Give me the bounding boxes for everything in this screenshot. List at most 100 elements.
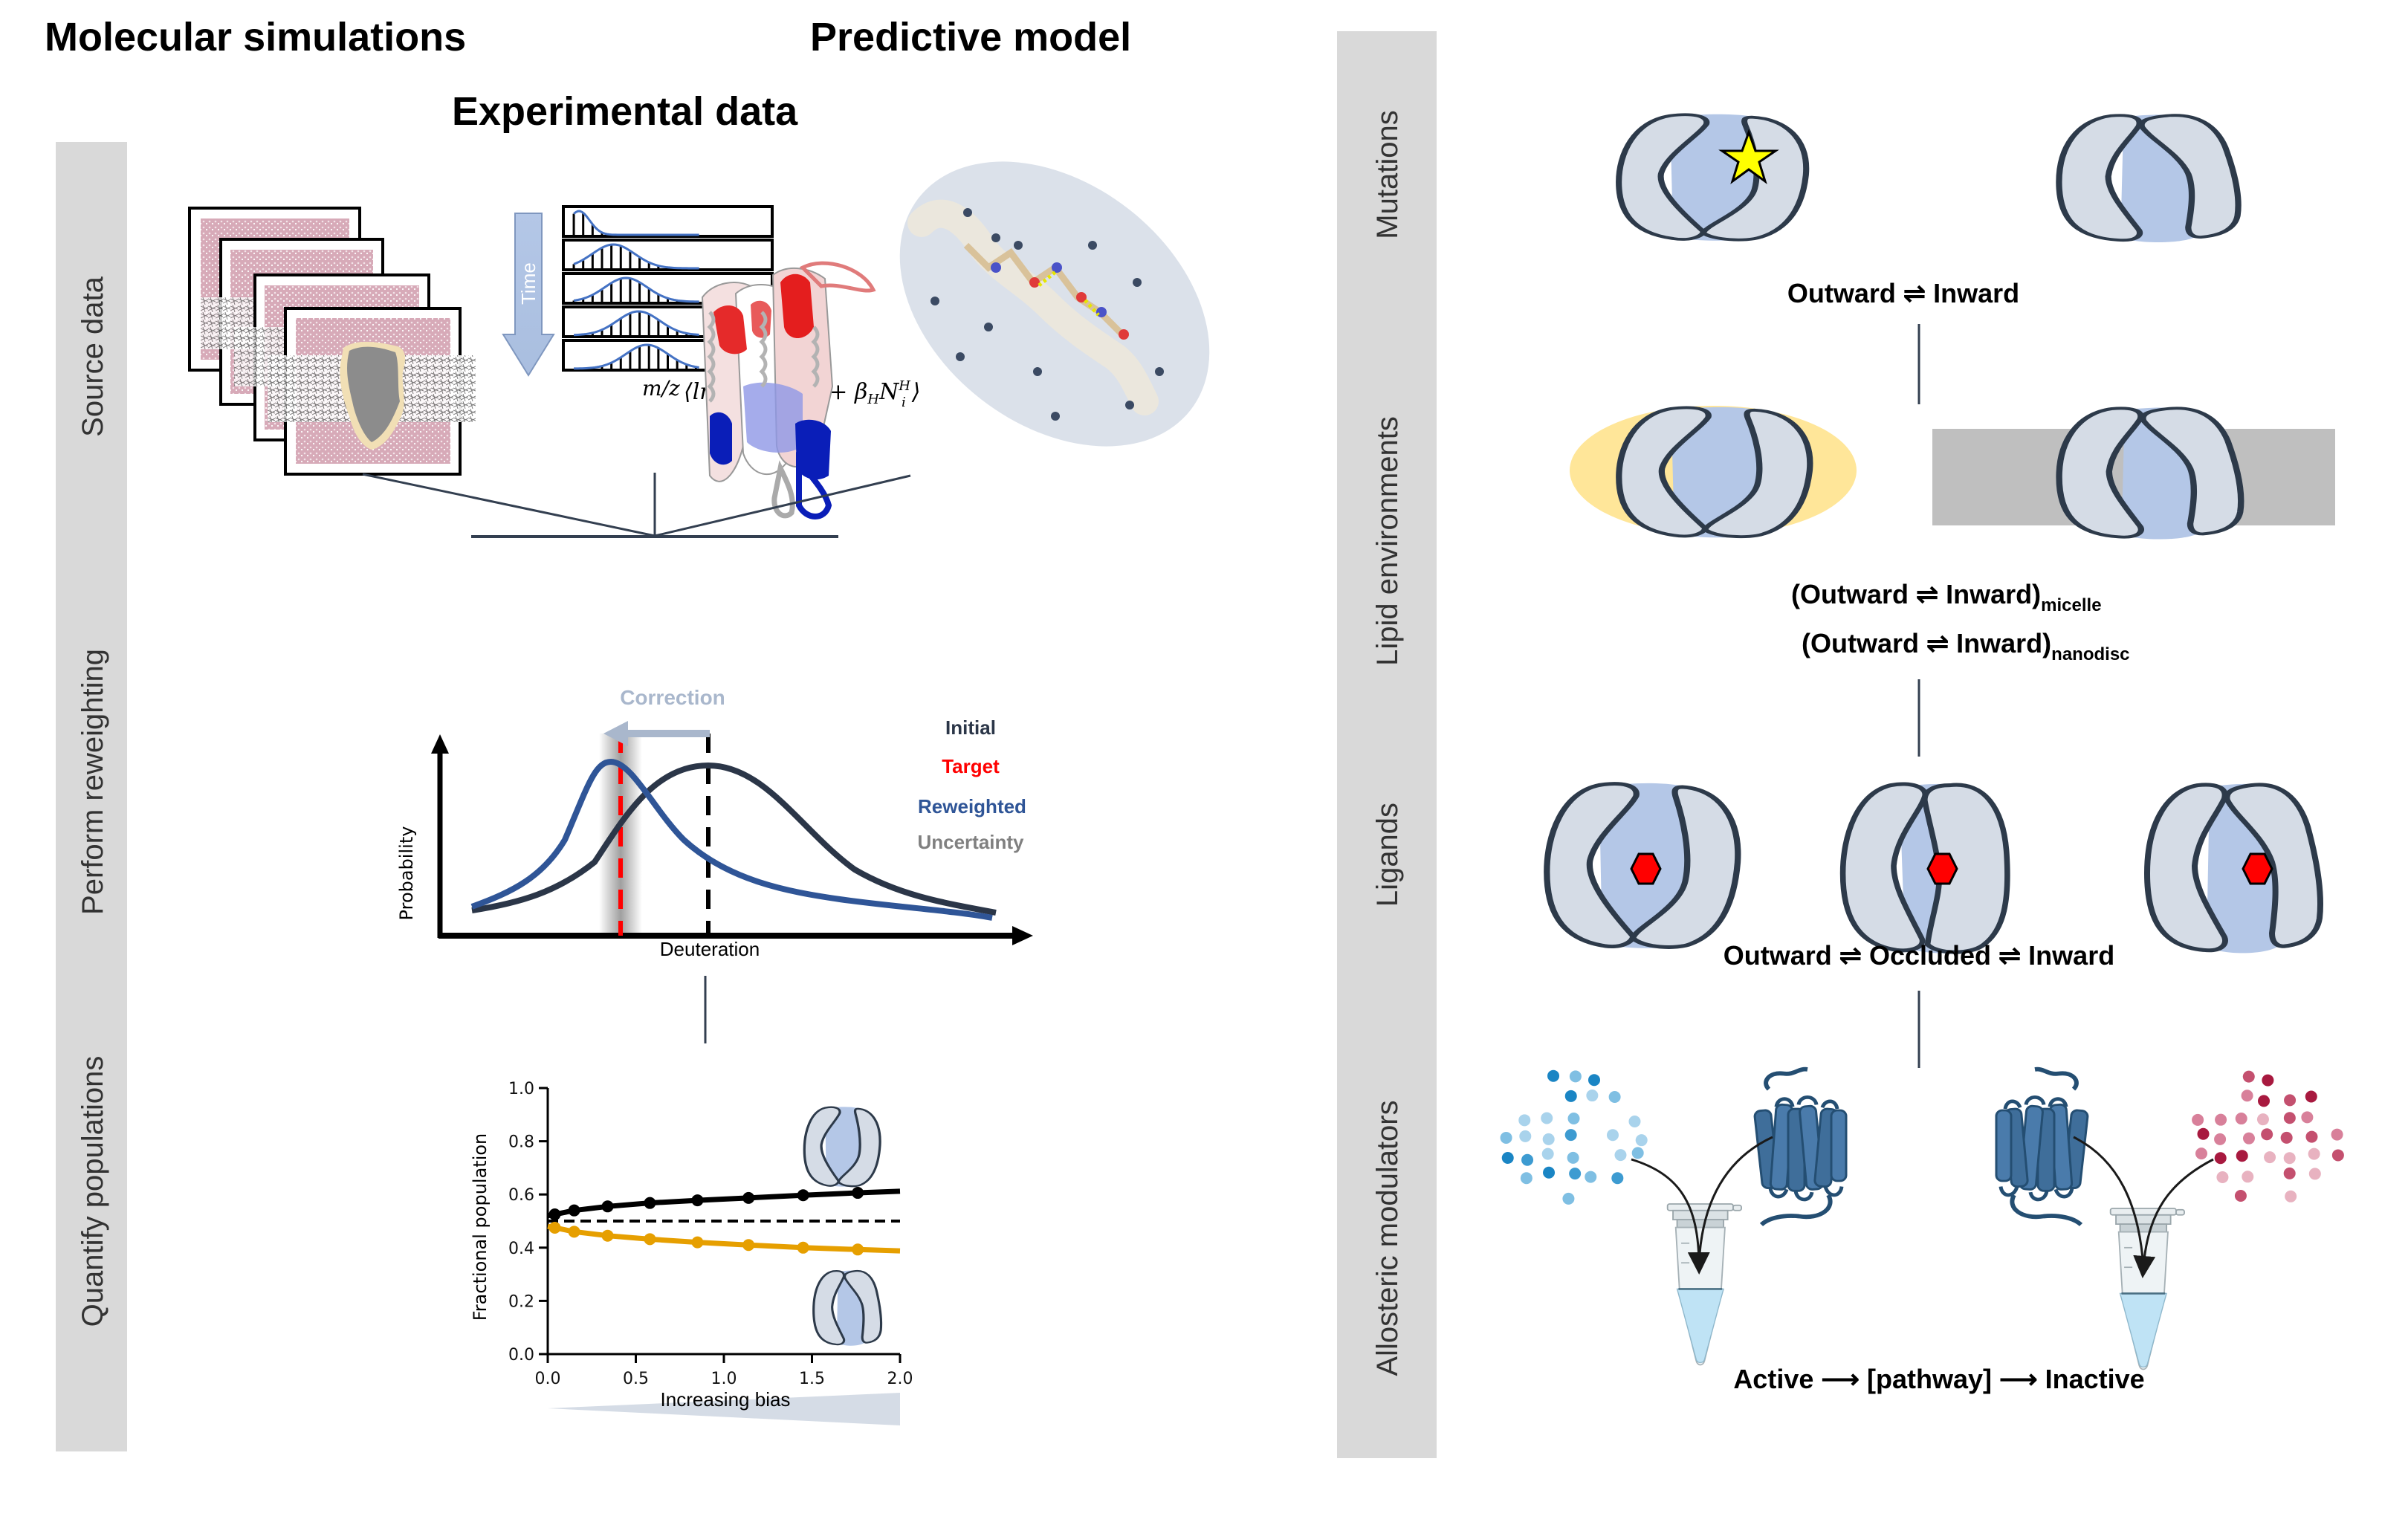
series-point-0 — [691, 1194, 704, 1207]
modulator-molecule — [1518, 1114, 1531, 1127]
correction-arrowhead — [603, 721, 628, 746]
x-tick-label: 1.5 — [799, 1370, 825, 1388]
ligands-row: Outward ⇌ Occluded ⇌ Inward — [1547, 783, 2320, 971]
chart-xlabel: Increasing bias — [661, 1388, 791, 1411]
modulator-molecule — [1628, 1115, 1641, 1127]
mass-spectrum — [562, 205, 774, 238]
modulator-molecule — [2197, 1127, 2210, 1140]
modulator-molecule — [2242, 1070, 2255, 1083]
series-point-1 — [852, 1243, 864, 1256]
series-point-0 — [797, 1189, 809, 1202]
x-tick-label: 0.5 — [623, 1370, 649, 1388]
modulator-molecule — [2258, 1095, 2271, 1107]
modulator-molecule — [1547, 1069, 1560, 1082]
ligand-hexagon-icon — [1630, 852, 1662, 885]
eq-close: ⟩ — [911, 379, 921, 405]
micelle-caption: (Outward ⇌ Inward)micelle — [1791, 579, 2102, 615]
modulator-molecule — [1631, 1147, 1644, 1159]
series-point-0 — [601, 1200, 614, 1213]
arrow-to-tube — [1697, 1136, 1773, 1264]
eq-sub-i: i — [902, 395, 906, 410]
arrow-to-tube — [2073, 1136, 2145, 1268]
modulator-molecule — [2214, 1152, 2227, 1165]
mz-label: m/z — [642, 376, 680, 401]
modulator-molecule — [1608, 1091, 1621, 1104]
modulator-molecule — [1611, 1172, 1624, 1185]
modulator-molecule — [2285, 1190, 2297, 1202]
modulator-molecule — [2235, 1113, 2247, 1125]
md-frame — [268, 307, 476, 476]
modulator-molecule — [1500, 1131, 1512, 1144]
modulator-molecule — [2283, 1167, 2296, 1179]
modulator-molecule — [2331, 1149, 2344, 1162]
increasing-bias-wedge — [548, 1393, 900, 1425]
title-experimental-data: Experimental data — [452, 89, 798, 134]
ligand-hexagon-icon — [1926, 852, 1958, 885]
sample-tube-icon — [2109, 1207, 2186, 1370]
right-sidebar: Mutations Lipid environments Ligands All… — [1337, 31, 1437, 1458]
modulator-molecule — [2262, 1074, 2274, 1087]
micelle-caption-sub: micelle — [2041, 595, 2101, 615]
modulator-molecule — [2284, 1094, 2297, 1107]
x-tick-label: 0.0 — [535, 1370, 561, 1388]
mass-spectrum — [562, 239, 774, 271]
y-tick-label: 1.0 — [508, 1080, 534, 1098]
eq-beta-h: β — [854, 379, 867, 405]
series-point-1 — [691, 1236, 704, 1249]
modulator-molecule — [1567, 1113, 1580, 1125]
modulator-molecule — [1541, 1112, 1553, 1124]
y-tick-label: 0.4 — [508, 1240, 534, 1258]
modulator-molecule — [1520, 1172, 1532, 1185]
mutations-caption: Outward ⇌ Inward — [1787, 278, 2019, 308]
modulator-molecules-red — [2192, 1070, 2344, 1202]
modulator-molecule — [1567, 1151, 1579, 1164]
water-dots — [930, 208, 1164, 421]
spectrum-envelope — [573, 210, 699, 236]
sidebar-label-mutations: Mutations — [1371, 110, 1404, 239]
micelle-protein — [1619, 407, 1810, 537]
series-point-0 — [568, 1204, 580, 1217]
sidebar-label-quantify-populations: Quantify populations — [77, 1056, 109, 1327]
modulator-molecule — [2305, 1130, 2318, 1143]
y-tick-label: 0.0 — [508, 1346, 534, 1364]
title-molecular-simulations: Molecular simulations — [45, 15, 466, 59]
modulator-molecule — [1585, 1171, 1597, 1183]
modulator-molecule — [1542, 1133, 1555, 1145]
modulator-molecule — [1521, 1153, 1534, 1166]
gpcr-receptor-icon — [1996, 1069, 2088, 1225]
inward-state-icon — [812, 1269, 883, 1347]
sidebar-label-ligands: Ligands — [1371, 803, 1404, 907]
ligand-hexagon-icon — [2242, 852, 2273, 885]
modulator-molecule — [2301, 1111, 2314, 1124]
modulator-molecule — [1635, 1134, 1648, 1147]
legend-uncertainty: Uncertainty — [917, 831, 1024, 853]
lipid-environments-row: (Outward ⇌ Inward)micelle (Outward ⇌ Inw… — [1570, 406, 2335, 664]
modulator-molecule — [2192, 1113, 2204, 1126]
series-point-1 — [568, 1226, 580, 1238]
modulator-molecule — [2242, 1171, 2254, 1183]
y-axis-arrowhead — [431, 734, 449, 754]
series-point-1 — [548, 1221, 561, 1234]
ligand-occluded-protein — [1843, 784, 2007, 954]
series-line-1 — [547, 1223, 901, 1254]
modulator-molecule — [1562, 1192, 1575, 1205]
modulator-molecule — [1564, 1129, 1577, 1142]
series-point-0 — [742, 1191, 755, 1204]
modulator-molecule — [2308, 1168, 2321, 1180]
left-sidebar: Source data Perform reweighting Quantify… — [56, 142, 127, 1451]
arrow-to-tube — [1631, 1158, 1710, 1275]
series-point-0 — [852, 1187, 864, 1200]
modulator-molecule — [2283, 1152, 2296, 1165]
modulator-molecule — [1606, 1129, 1619, 1142]
modulator-molecule — [1564, 1090, 1577, 1102]
nanodisc-caption: (Outward ⇌ Inward)nanodisc — [1802, 628, 2130, 664]
modulator-molecule — [1614, 1149, 1627, 1162]
modulator-molecule — [2256, 1113, 2269, 1126]
source-funnel-connector — [362, 473, 911, 538]
title-predictive-model: Predictive model — [810, 15, 1131, 59]
series-point-1 — [601, 1229, 614, 1242]
mutations-row: Outward ⇌ Inward — [1619, 114, 2238, 308]
